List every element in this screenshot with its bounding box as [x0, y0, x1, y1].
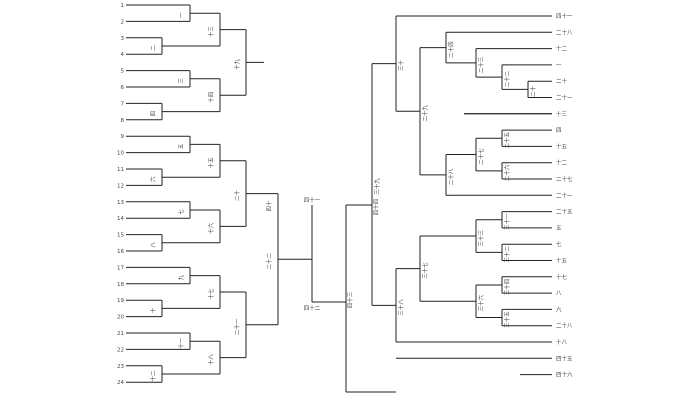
right-node-label: 三十一	[503, 213, 511, 230]
right-leaf-label: 四十一	[556, 12, 573, 20]
right-node-label: 二十六	[503, 164, 511, 181]
left-leaf-label: 4	[121, 52, 125, 58]
left-leaf-label: 21	[117, 331, 124, 337]
right-leaf-label: 十三	[556, 110, 568, 118]
right-leaf-label: 四	[556, 127, 562, 134]
right-leaf-label: 十五	[556, 142, 568, 150]
right-node-label: 二十	[529, 85, 537, 97]
left-leaf-label: 7	[121, 101, 125, 107]
right-node-label: 三十八	[397, 299, 405, 316]
right-node-label: 二十九	[421, 105, 429, 122]
right-leaf-label: 八	[556, 291, 562, 297]
right-leaf-label: 一	[556, 63, 562, 69]
right-node-label: 二十七	[477, 148, 485, 165]
right-leaf-label: 七	[556, 240, 562, 248]
left-node-label: 十四	[207, 92, 215, 103]
right-node-label: 三十三	[477, 229, 485, 246]
left-node-label: 四	[150, 111, 157, 117]
left-leaf-label: 12	[117, 183, 124, 189]
left-leaf-label: 5	[121, 69, 125, 75]
left-leaf-label: 24	[117, 380, 124, 386]
right-node-label: 三十二	[503, 246, 511, 263]
right-node-label: 三十	[397, 60, 405, 72]
left-node-label: 二十一	[233, 318, 241, 335]
left-leaf-label: 17	[117, 265, 124, 271]
root-node-label: 四十	[265, 200, 273, 212]
left-leaf-label: 13	[117, 200, 124, 206]
left-node-label: 九	[177, 274, 185, 280]
left-node-label: 十六	[207, 222, 215, 234]
right-leaf-label: 四十六	[556, 371, 573, 379]
left-node-label: 三	[178, 78, 185, 84]
right-node-label: 三十九	[373, 178, 381, 195]
left-node-label: 十二	[149, 370, 157, 382]
right-node-label: 三十七	[421, 262, 429, 279]
right-leaf-label: 二十八	[556, 28, 573, 36]
left-leaf-label: 16	[117, 249, 124, 255]
right-leaf-label: 二十一	[556, 94, 573, 102]
left-node-label: 十五	[207, 157, 215, 169]
left-node-label: 十八	[207, 354, 215, 366]
right-leaf-label: 十五	[556, 257, 568, 265]
left-node-label: 二	[151, 45, 157, 51]
left-leaf-label: 11	[117, 167, 124, 173]
left-node-label: 十三	[207, 26, 215, 38]
left-node-label: 二十二	[265, 252, 273, 269]
left-node-label: 五	[178, 143, 185, 149]
right-leaf-label: 五	[556, 225, 562, 232]
right-node-label: 二十八	[447, 168, 455, 185]
right-node-label: 三十四	[503, 279, 511, 296]
right-leaf-label: 四十五	[556, 354, 573, 362]
right-leaf-label: 二十一	[556, 191, 573, 199]
left-node-label: 六	[149, 176, 157, 182]
left-leaf-label: 20	[117, 315, 124, 321]
left-node-label: 十九	[233, 58, 241, 70]
left-leaf-label: 10	[117, 151, 124, 157]
left-leaf-label: 18	[117, 282, 124, 288]
right-node-label: 二十三	[477, 56, 485, 73]
left-leaf-label: 8	[121, 118, 125, 124]
right-leaf-label: 二十七	[556, 175, 573, 183]
left-leaf-label: 3	[121, 36, 125, 42]
root-node-label: 四十二	[304, 304, 321, 312]
left-leaf-label: 15	[117, 233, 124, 239]
right-leaf-label: 二十五	[556, 208, 573, 216]
left-leaf-label: 22	[117, 347, 124, 353]
left-node-label: 十	[149, 307, 157, 313]
right-leaf-label: 二十八	[556, 322, 573, 330]
right-node-label: 三十五	[503, 311, 511, 328]
left-node-label: 二十	[233, 190, 241, 202]
left-node-label: 十七	[207, 288, 215, 300]
right-node-label: 三十六	[477, 295, 485, 312]
root-node-label: 四十一	[304, 196, 321, 204]
right-leaf-label: 十二	[556, 45, 568, 53]
right-leaf-label: 六	[556, 305, 562, 313]
right-node-label: 二十二	[503, 70, 511, 87]
left-leaf-label: 23	[117, 364, 124, 370]
root-node-label: 四十四	[372, 199, 380, 216]
root-node-label: 四十三	[346, 291, 354, 308]
left-node-label: 一	[179, 12, 185, 18]
left-leaf-label: 9	[121, 134, 125, 140]
left-node-label: 十一	[177, 337, 185, 349]
left-leaf-label: 2	[121, 19, 125, 25]
right-node-label: 二十五	[503, 132, 511, 149]
left-node-label: 七	[177, 209, 185, 215]
right-leaf-label: 二十	[556, 77, 568, 85]
right-leaf-label: 十八	[556, 338, 568, 346]
right-leaf-label: 十二	[556, 159, 568, 167]
left-leaf-label: 1	[121, 3, 125, 9]
right-node-label: 二十四	[447, 41, 455, 58]
right-leaf-label: 十七	[556, 273, 568, 281]
left-node-label: 八	[151, 242, 157, 248]
left-leaf-label: 14	[117, 216, 124, 222]
left-leaf-label: 19	[117, 298, 124, 304]
left-leaf-label: 6	[121, 85, 125, 91]
